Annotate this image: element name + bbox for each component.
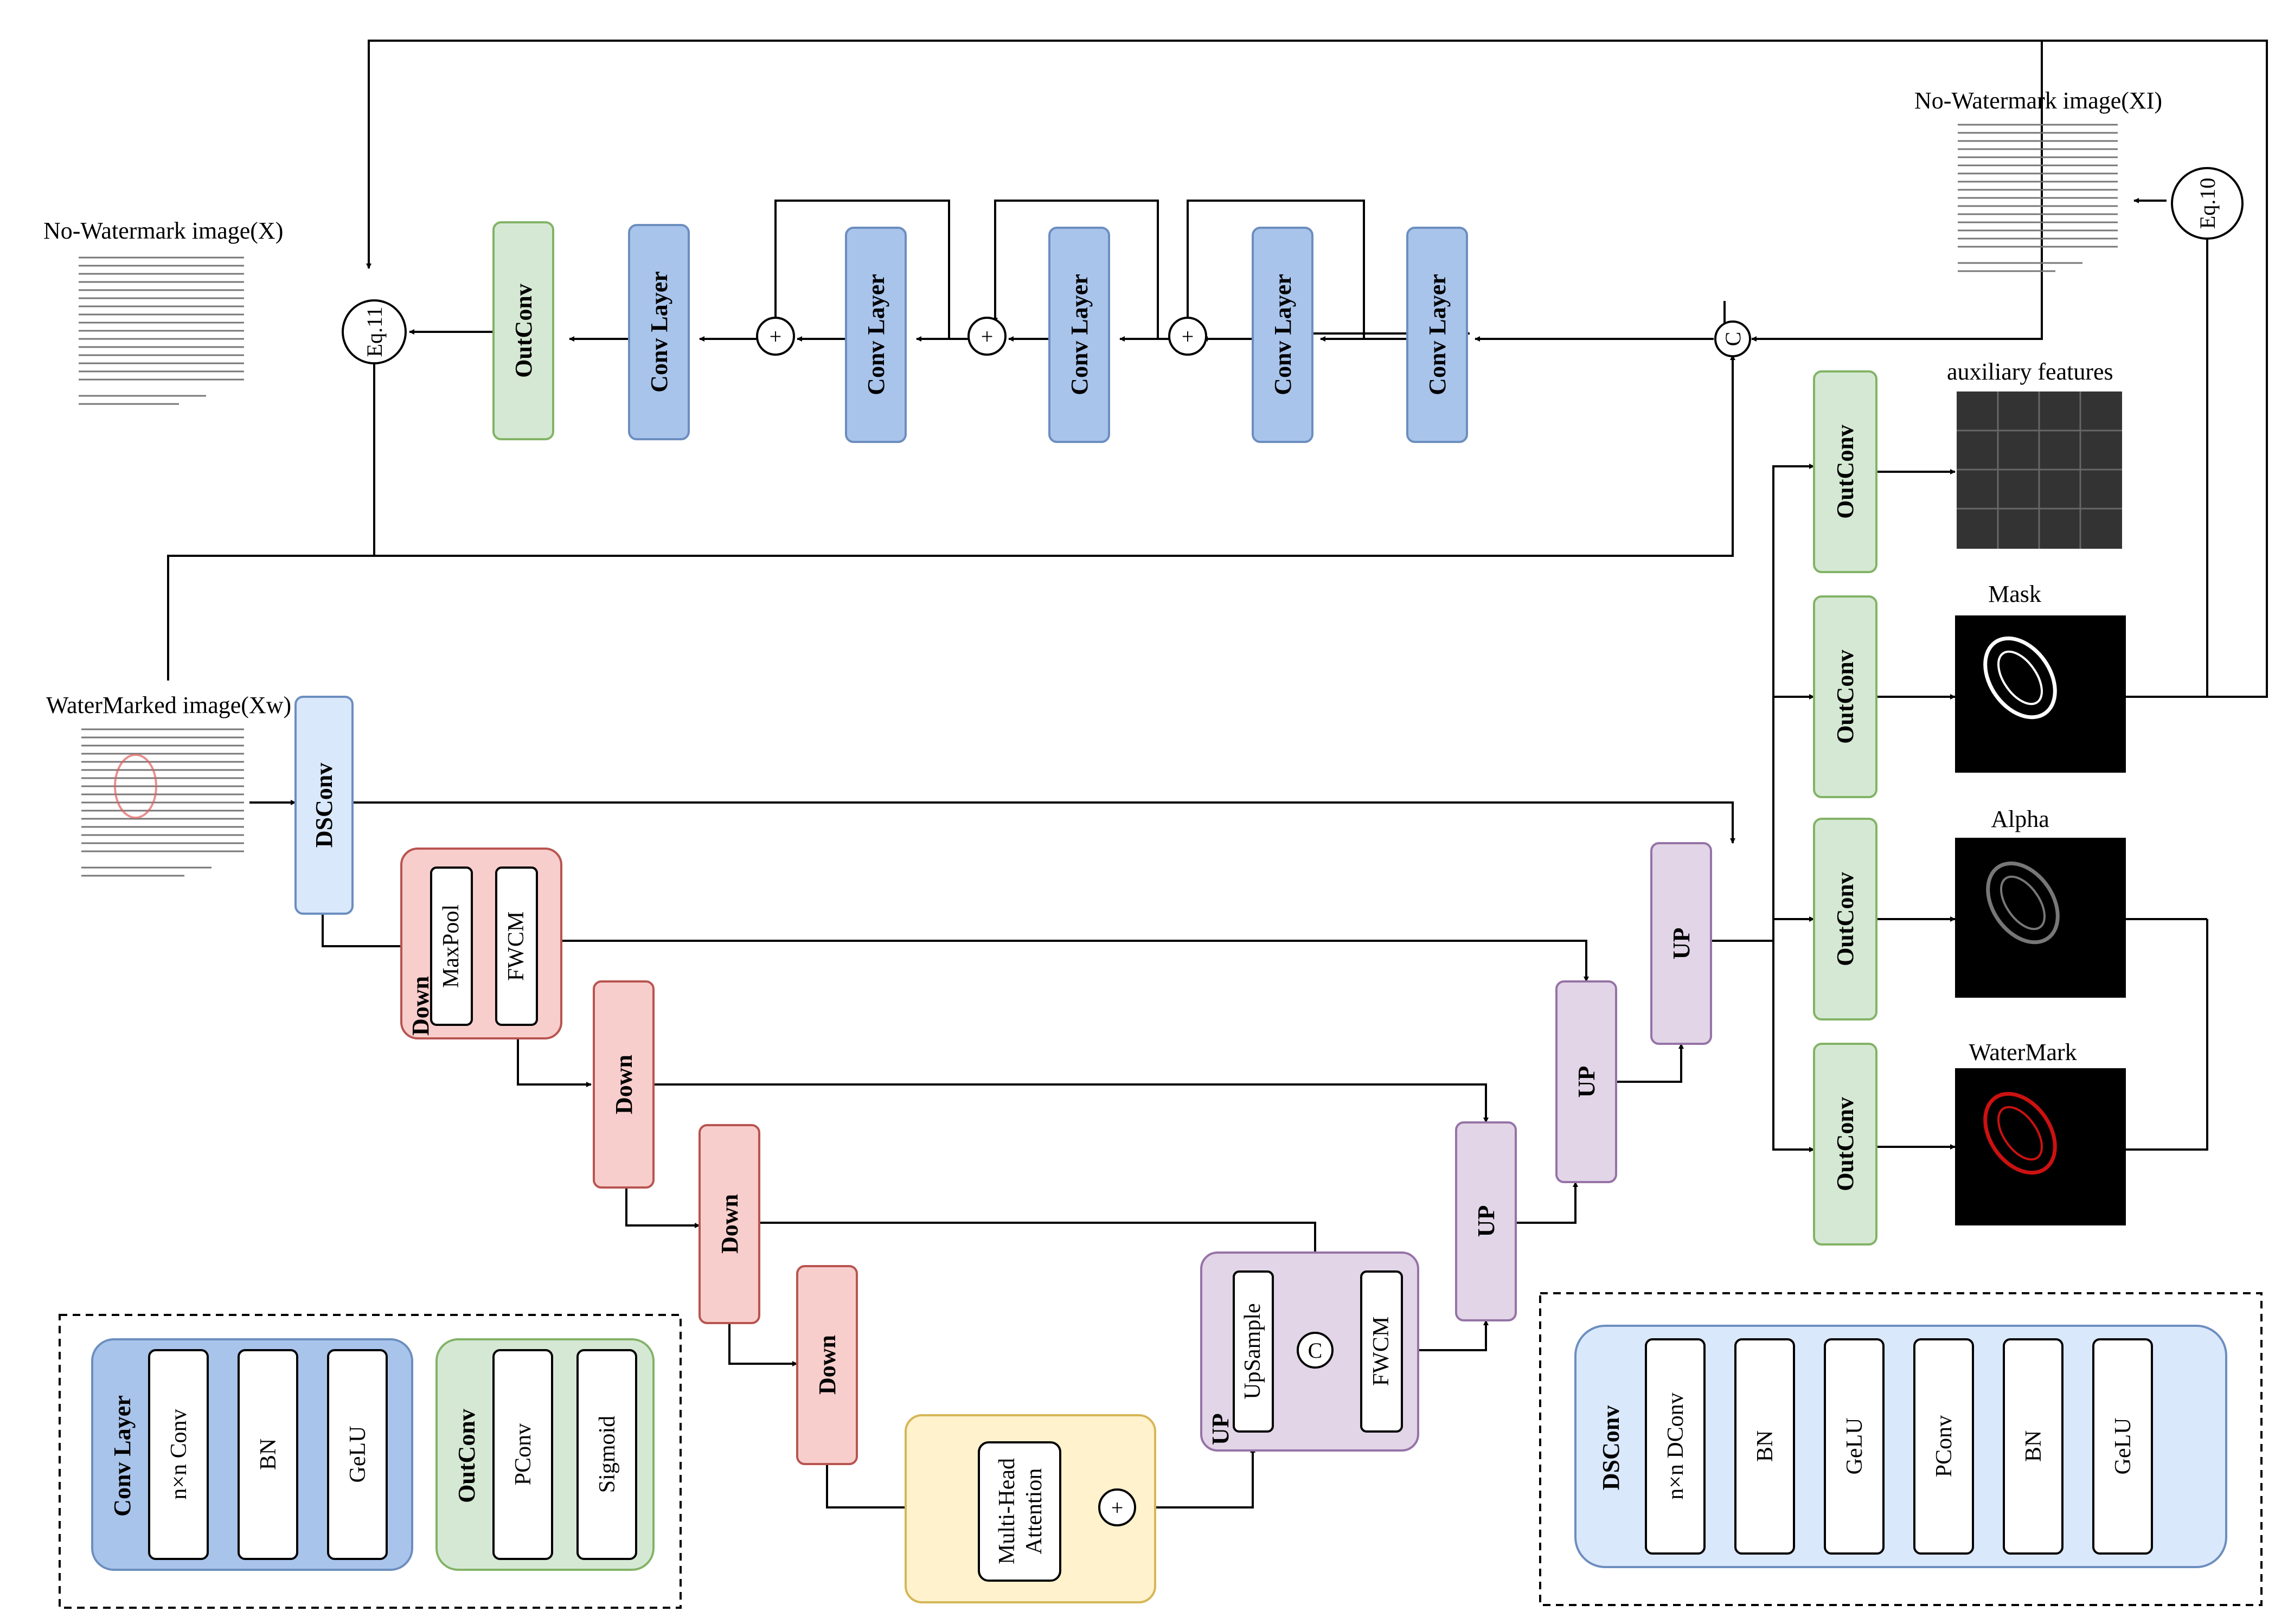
svg-text:Conv Layer: Conv Layer	[863, 274, 889, 395]
svg-text:No-Watermark image(X): No-Watermark image(X)	[43, 217, 283, 244]
outconv-top-block: OutConv	[492, 221, 554, 440]
svg-text:DSConv: DSConv	[311, 763, 337, 848]
svg-text:GeLU: GeLU	[2111, 1418, 2136, 1475]
legend-outconv: OutConv PConv Sigmoid	[435, 1338, 655, 1571]
eq10-node: Eq.10	[2171, 167, 2244, 240]
svg-text:GeLU: GeLU	[1842, 1418, 1867, 1475]
svg-text:n×n Conv: n×n Conv	[166, 1409, 191, 1499]
down-block-1: Down MaxPool FWCM	[400, 848, 562, 1039]
svg-text:WaterMarked image(Xw): WaterMarked image(Xw)	[46, 692, 291, 718]
conv-layer-2-block: Conv Layer	[845, 227, 907, 443]
svg-text:BN: BN	[1753, 1430, 1778, 1462]
conv-layer-5-block: Conv Layer	[1406, 227, 1468, 443]
outconv-aux-block: OutConv	[1813, 370, 1877, 573]
svg-text:UP: UP	[1207, 1413, 1234, 1445]
up-block-3: UP	[1455, 1121, 1517, 1321]
svg-text:FWCM: FWCM	[1369, 1317, 1394, 1386]
watermark-image: WaterMark	[1955, 1039, 2126, 1225]
plus-node-3: +	[1168, 317, 1207, 356]
alpha-image: Alpha	[1955, 806, 2126, 998]
down-block-4: Down	[796, 1265, 858, 1465]
plus-node-2: +	[967, 317, 1007, 356]
down-block-3: Down	[698, 1124, 760, 1324]
svg-text:OutConv: OutConv	[1832, 650, 1859, 744]
svg-text:UpSample: UpSample	[1240, 1303, 1265, 1399]
svg-text:UP: UP	[1573, 1066, 1600, 1098]
svg-text:BN: BN	[256, 1439, 281, 1470]
outconv-mask-block: OutConv	[1813, 595, 1877, 798]
svg-text:OutConv: OutConv	[1832, 425, 1859, 519]
svg-text:Conv Layer: Conv Layer	[1424, 274, 1451, 395]
legend-left: Conv Layer n×n Conv BN GeLU OutConv PCon…	[59, 1314, 682, 1609]
legend-right: DSConv n×n DConv BN GeLU PConv BN GeLU	[1539, 1292, 2263, 1606]
svg-text:Down: Down	[814, 1335, 841, 1395]
no-watermark-xi-image: No-Watermark image(XI)	[1914, 87, 2162, 272]
mask-image: Mask	[1955, 581, 2126, 773]
eq11-node: Eq.11	[342, 299, 407, 364]
svg-text:UP: UP	[1668, 928, 1695, 960]
svg-text:Down: Down	[716, 1194, 743, 1254]
svg-text:Eq.11: Eq.11	[362, 307, 387, 357]
attention-block: Multi-Head Attention +	[905, 1414, 1156, 1603]
svg-text:PConv: PConv	[511, 1423, 536, 1485]
svg-text:OutConv: OutConv	[510, 284, 537, 378]
svg-text:WaterMark: WaterMark	[1969, 1039, 2077, 1065]
svg-text:C: C	[1721, 332, 1745, 346]
svg-text:Eq.10: Eq.10	[2195, 178, 2220, 229]
watermarked-image: WaterMarked image(Xw)	[46, 692, 291, 877]
svg-text:Alpha: Alpha	[1991, 806, 2049, 832]
svg-text:PConv: PConv	[1932, 1415, 1957, 1477]
svg-text:Sigmoid: Sigmoid	[595, 1416, 620, 1493]
svg-text:+: +	[981, 324, 994, 349]
svg-text:Conv Layer: Conv Layer	[109, 1395, 136, 1517]
svg-text:UP: UP	[1473, 1205, 1499, 1237]
svg-text:OutConv: OutConv	[1832, 872, 1859, 966]
svg-text:GeLU: GeLU	[345, 1426, 370, 1483]
svg-text:Conv Layer: Conv Layer	[1270, 274, 1296, 395]
svg-text:auxiliary features: auxiliary features	[1947, 358, 2113, 385]
up-block-2: UP	[1555, 980, 1617, 1183]
conv-layer-4-block: Conv Layer	[1252, 227, 1313, 443]
svg-text:Attention: Attention	[1022, 1468, 1047, 1555]
svg-text:MaxPool: MaxPool	[439, 904, 464, 988]
conv-layer-3-block: Conv Layer	[1048, 227, 1110, 443]
svg-text:BN: BN	[2021, 1430, 2046, 1462]
svg-text:OutConv: OutConv	[453, 1409, 480, 1503]
svg-text:No-Watermark image(XI): No-Watermark image(XI)	[1914, 87, 2162, 114]
svg-text:+: +	[1182, 324, 1194, 349]
svg-text:Conv Layer: Conv Layer	[1066, 274, 1093, 395]
up-block-1: UP	[1650, 842, 1712, 1045]
svg-text:DSConv: DSConv	[1598, 1405, 1624, 1491]
legend-dsconv: DSConv n×n DConv BN GeLU PConv BN GeLU	[1574, 1325, 2227, 1568]
plus-node-1: +	[756, 317, 795, 356]
svg-text:Down: Down	[407, 976, 434, 1036]
conv-layer-1-block: Conv Layer	[628, 224, 690, 440]
concat-node-top: C	[1714, 320, 1751, 357]
svg-text:FWCM: FWCM	[504, 912, 529, 981]
svg-text:+: +	[770, 324, 782, 349]
dsconv-block: DSConv	[294, 696, 354, 915]
svg-text:+: +	[1111, 1495, 1124, 1520]
down-block-2: Down	[593, 980, 655, 1189]
svg-text:n×n DConv: n×n DConv	[1663, 1392, 1688, 1500]
up-block-bottom: UP UpSample C FWCM	[1200, 1251, 1419, 1452]
svg-text:Mask: Mask	[1988, 581, 2041, 607]
no-watermark-x-image: No-Watermark image(X)	[43, 217, 283, 405]
svg-text:Multi-Head: Multi-Head	[995, 1458, 1020, 1564]
svg-text:Down: Down	[611, 1055, 637, 1114]
outconv-alpha-block: OutConv	[1813, 818, 1877, 1020]
legend-conv-layer: Conv Layer n×n Conv BN GeLU	[91, 1338, 413, 1571]
svg-text:Conv Layer: Conv Layer	[646, 271, 672, 393]
outconv-watermark-block: OutConv	[1813, 1043, 1877, 1246]
svg-text:C: C	[1308, 1338, 1323, 1363]
svg-text:OutConv: OutConv	[1832, 1097, 1859, 1191]
auxiliary-features-image: auxiliary features	[1947, 358, 2122, 549]
